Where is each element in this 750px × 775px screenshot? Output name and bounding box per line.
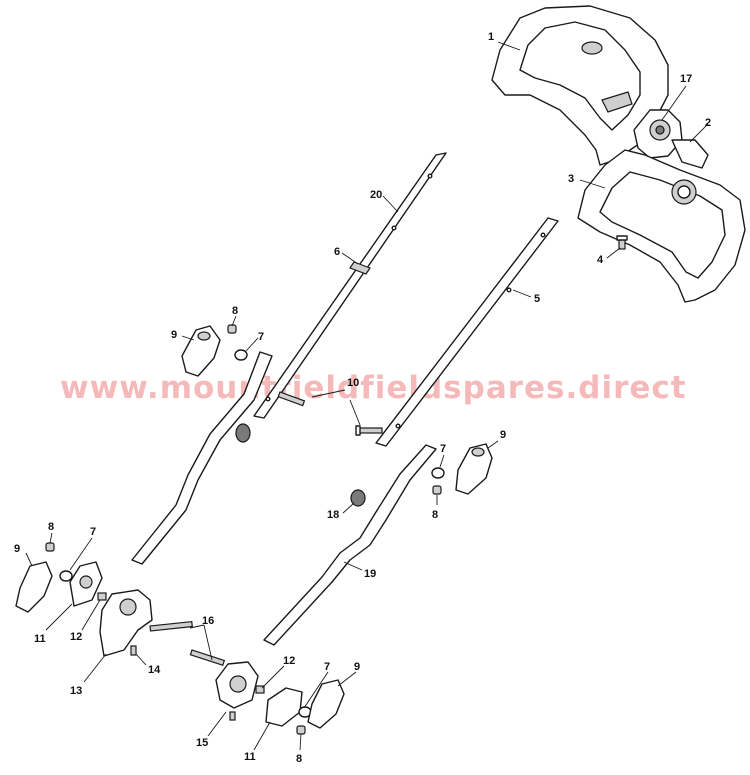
tube-cap-left xyxy=(235,423,251,443)
screw-part-14 xyxy=(130,645,137,656)
callout-18: 18 xyxy=(327,509,339,521)
upper-handle-part-1 xyxy=(491,5,669,166)
callout-3: 3 xyxy=(568,173,574,185)
callout-20: 20 xyxy=(370,189,382,201)
control-frame-part-3 xyxy=(577,149,746,303)
callout-8-upper-left: 8 xyxy=(232,305,238,317)
control-knob-part-17 xyxy=(633,109,683,159)
callout-9-upper-left: 9 xyxy=(171,329,177,341)
callout-7-lower-right: 7 xyxy=(324,661,330,673)
callout-10: 10 xyxy=(347,377,359,389)
callout-4: 4 xyxy=(597,254,604,266)
spacer-part-8-lower-left xyxy=(45,542,55,552)
callout-5: 5 xyxy=(534,293,540,305)
tube-cap-right-part-18 xyxy=(350,489,366,507)
callout-9-right: 9 xyxy=(500,429,506,441)
callout-12-left: 12 xyxy=(70,631,82,643)
callout-7-upper-left: 7 xyxy=(258,331,264,343)
callout-1: 1 xyxy=(488,31,494,43)
callout-6: 6 xyxy=(334,246,340,258)
callout-7-lower-left: 7 xyxy=(90,526,96,538)
callout-11-right: 11 xyxy=(244,751,256,763)
callout-16: 16 xyxy=(202,615,214,627)
washer-part-7-right xyxy=(431,467,445,479)
callout-9-lower-right: 9 xyxy=(354,661,360,673)
spacer-part-8-right xyxy=(432,485,442,495)
lower-tube-right-part-19 xyxy=(263,444,437,646)
bracket-part-15 xyxy=(215,661,259,721)
handle-knob-part-9-lower-left xyxy=(15,561,53,613)
lower-tube-left xyxy=(131,351,273,565)
callout-11-left: 11 xyxy=(34,633,46,645)
watermark-text: www.mountfieldfieldspares.direct xyxy=(60,370,687,406)
spacer-part-8-lower-right xyxy=(296,725,306,735)
control-lever-part-2 xyxy=(671,139,709,169)
washer-part-7-lower-left xyxy=(59,570,73,582)
callout-13: 13 xyxy=(70,685,82,697)
callout-8-lower-left: 8 xyxy=(48,521,54,533)
spring-part-12-left xyxy=(97,592,107,601)
washer-part-7-upper-left xyxy=(234,349,248,361)
callout-12-right: 12 xyxy=(283,655,295,667)
height-cam-part-11-left xyxy=(69,561,103,607)
callout-15: 15 xyxy=(196,737,208,749)
upper-tube-left-part-20-6 xyxy=(253,152,447,419)
callout-19: 19 xyxy=(364,568,376,580)
bolt-part-10 xyxy=(277,391,383,436)
leader-lines xyxy=(25,41,709,751)
spacer-part-8-upper-left xyxy=(227,324,237,334)
handle-knob-part-9-upper-left xyxy=(181,325,221,377)
callout-14: 14 xyxy=(148,664,161,676)
callout-8-right: 8 xyxy=(432,509,438,521)
upper-tube-right-part-5 xyxy=(375,217,559,447)
callout-labels: 1 17 2 3 4 20 6 5 8 9 7 10 7 9 8 18 8 7 … xyxy=(14,31,711,765)
screw-part-4 xyxy=(616,235,628,250)
callout-8-lower-right: 8 xyxy=(296,753,302,765)
handle-knob-part-9-lower-right xyxy=(307,679,345,729)
callout-17: 17 xyxy=(680,73,692,85)
callout-9-lower-left: 9 xyxy=(14,543,20,555)
spring-part-12-right xyxy=(255,685,265,694)
handle-knob-part-9-right xyxy=(455,443,493,495)
bolt-part-16 xyxy=(149,620,226,667)
bracket-part-13 xyxy=(99,589,153,657)
height-cam-part-11-right xyxy=(265,687,303,727)
callout-2: 2 xyxy=(705,117,711,129)
callout-7-right: 7 xyxy=(440,443,446,455)
